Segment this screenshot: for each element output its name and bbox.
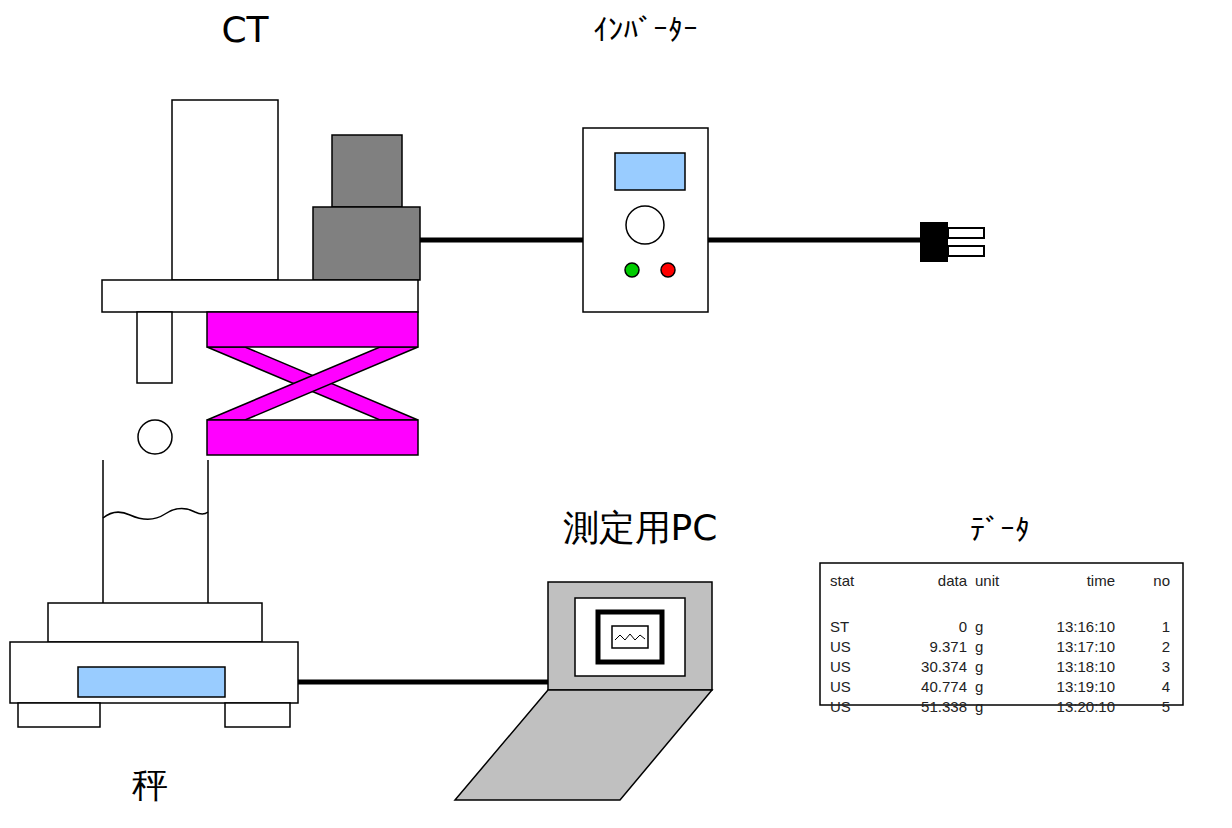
- device-label: ﾃﾞｰﾀ: [970, 515, 1030, 545]
- table-cell: 30.374: [921, 659, 967, 674]
- table-cell: 5: [1162, 699, 1170, 714]
- plug: [920, 222, 948, 262]
- cord: [708, 238, 922, 243]
- data-table: ﾃﾞｰﾀstatdataunittimenoST0g13:16:101US9.3…: [820, 563, 1183, 705]
- scale-foot: [18, 703, 100, 727]
- table-cell: 13:17:10: [1057, 639, 1115, 654]
- scale-foot: [225, 703, 290, 727]
- device-label: ｲﾝﾊﾞｰﾀｰ: [593, 15, 698, 45]
- ball: [138, 420, 172, 454]
- shaft: [137, 312, 172, 383]
- graph-line: [615, 634, 645, 640]
- table-cell: 13:20:10: [1057, 699, 1115, 714]
- ct-apparatus: [102, 100, 420, 640]
- table-cell: 9.371: [929, 639, 967, 654]
- table-cell: g: [975, 679, 983, 694]
- scale: [10, 603, 298, 727]
- cable: [420, 238, 583, 243]
- scale-box: 秤: [10, 603, 298, 727]
- table-cell: US: [830, 699, 851, 714]
- table-cell: US: [830, 679, 851, 694]
- table-header: data: [938, 573, 967, 588]
- inverter: [583, 128, 708, 312]
- table-cell: 13:19:10: [1057, 679, 1115, 694]
- inverter-display: [615, 153, 685, 190]
- device-label: 秤: [132, 767, 168, 803]
- knob: [626, 206, 664, 244]
- table-cell: 13:18:10: [1057, 659, 1115, 674]
- column: [172, 100, 278, 280]
- laptop: [455, 582, 712, 800]
- lift-cross: [207, 347, 418, 420]
- table-cell: 0: [959, 619, 967, 634]
- table-cell: ST: [830, 619, 849, 634]
- device-label: CT: [221, 12, 268, 48]
- ct-apparatus: CT: [100, 95, 420, 455]
- graph-window: [612, 626, 648, 648]
- device-label: 測定用PC: [563, 510, 718, 546]
- laptop-keyboard: [455, 690, 712, 800]
- table-cell: g: [975, 639, 983, 654]
- screen-frame: [598, 612, 662, 662]
- table-header: stat: [830, 573, 854, 588]
- table-cell: 3: [1162, 659, 1170, 674]
- platform: [102, 280, 418, 312]
- pc-box: 測定用PC: [548, 582, 712, 690]
- laptop-screen: [575, 598, 685, 676]
- lift-bar: [207, 420, 418, 455]
- table-cell: US: [830, 639, 851, 654]
- motor-body: [313, 207, 420, 280]
- table-cell: 2: [1162, 639, 1170, 654]
- table-cell: g: [975, 659, 983, 674]
- table-cell: US: [830, 659, 851, 674]
- inverter-box: ｲﾝﾊﾞｰﾀｰ: [583, 128, 708, 312]
- data-table-frame: [820, 563, 1183, 705]
- table-cell: 13:16:10: [1057, 619, 1115, 634]
- table-cell: 4: [1162, 679, 1170, 694]
- table-cell: 40.774: [921, 679, 967, 694]
- prong: [948, 246, 984, 256]
- scale-body: [10, 642, 298, 703]
- prong: [948, 228, 984, 238]
- green-lamp: [625, 263, 639, 277]
- table-header: unit: [975, 573, 999, 588]
- laptop-lid: [548, 582, 712, 690]
- cable: [298, 680, 548, 685]
- motor-top: [332, 135, 402, 207]
- table-cell: g: [975, 619, 983, 634]
- lift-cross: [207, 347, 418, 420]
- table-cell: 1: [1162, 619, 1170, 634]
- liquid-surface: [103, 508, 208, 519]
- table-cell: g: [975, 699, 983, 714]
- table-header: no: [1153, 573, 1170, 588]
- power-cord: [708, 222, 984, 262]
- table-cell: 51.338: [921, 699, 967, 714]
- lift-bar: [207, 312, 418, 347]
- scale-plate: [48, 603, 262, 642]
- inverter-case: [583, 128, 708, 312]
- red-lamp: [661, 263, 675, 277]
- table-header: time: [1087, 573, 1115, 588]
- scale-display: [78, 667, 225, 697]
